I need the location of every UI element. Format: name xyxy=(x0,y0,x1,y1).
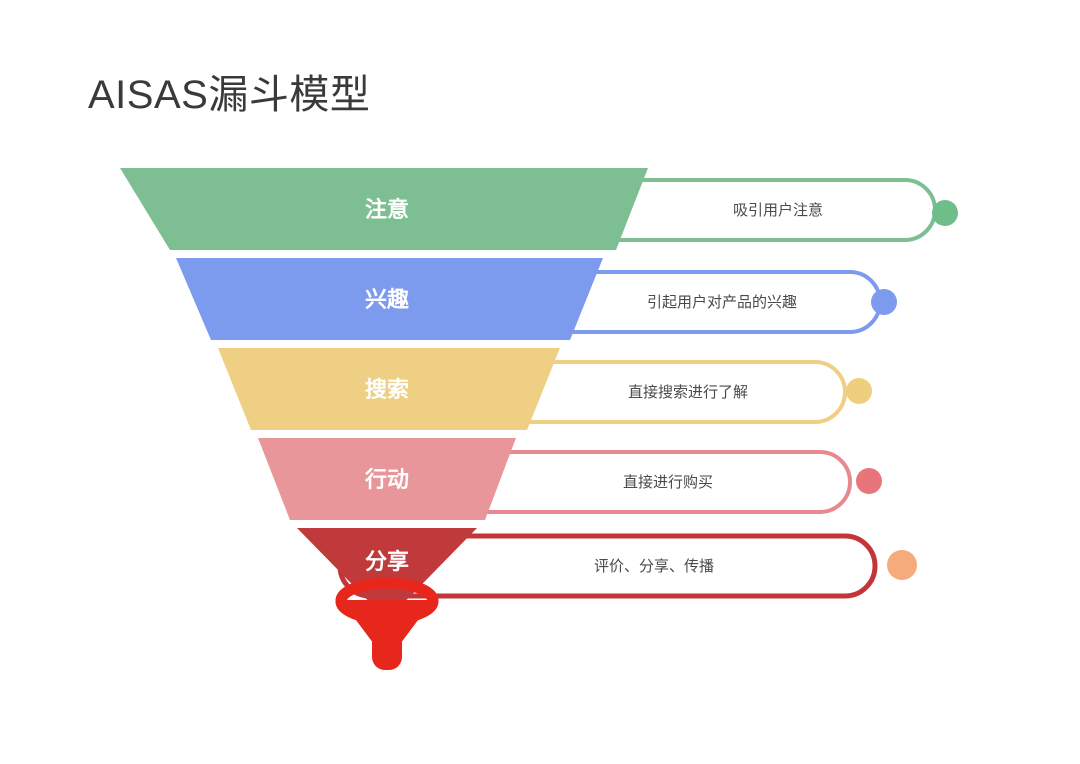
funnel-segment-share[interactable]: 分享 xyxy=(297,528,477,620)
funnel-segment-action-label: 行动 xyxy=(364,467,409,492)
funnel-segment-search-label: 搜索 xyxy=(365,377,409,402)
endpoint-dot-attention[interactable] xyxy=(932,200,958,226)
funnel-segment-action[interactable]: 行动 xyxy=(258,438,516,520)
endpoint-dot-action[interactable] xyxy=(856,468,882,494)
callout-action-text: 直接进行购买 xyxy=(623,474,713,491)
callout-search[interactable]: 直接搜索进行了解 xyxy=(458,360,847,424)
endpoint-dot-interest[interactable] xyxy=(871,289,897,315)
funnel-segment-share-label: 分享 xyxy=(365,549,409,574)
callout-action[interactable]: 直接进行购买 xyxy=(398,450,852,514)
callout-attention-text: 吸引用户注意 xyxy=(733,201,823,219)
funnel-segment-interest-shape xyxy=(176,258,603,340)
callout-search-text: 直接搜索进行了解 xyxy=(628,384,748,401)
callout-interest-text: 引起用户对产品的兴趣 xyxy=(647,294,797,311)
endpoint-dot-search[interactable] xyxy=(846,378,872,404)
funnel-segment-search[interactable]: 搜索 xyxy=(218,348,560,430)
funnel-segment-share-shape xyxy=(297,528,477,620)
endpoint-dot-share[interactable] xyxy=(887,550,917,580)
page-title: AISAS漏斗模型 xyxy=(88,73,371,117)
funnel-segment-action-shape xyxy=(258,438,516,520)
funnel-icon-rim-stroke xyxy=(335,577,439,625)
funnel-segment-interest[interactable]: 兴趣 xyxy=(176,258,603,340)
funnel-segment-attention-label: 注意 xyxy=(365,197,409,222)
funnel-segment-attention-shape xyxy=(120,168,648,250)
funnel-segment-attention[interactable]: 注意 xyxy=(120,168,648,250)
funnel-segment-search-shape xyxy=(218,348,560,430)
funnel-segment-interest-label: 兴趣 xyxy=(365,287,409,312)
funnel-icon-rim-overlay xyxy=(335,577,439,648)
callout-share-text: 评价、分享、传播 xyxy=(594,558,714,575)
